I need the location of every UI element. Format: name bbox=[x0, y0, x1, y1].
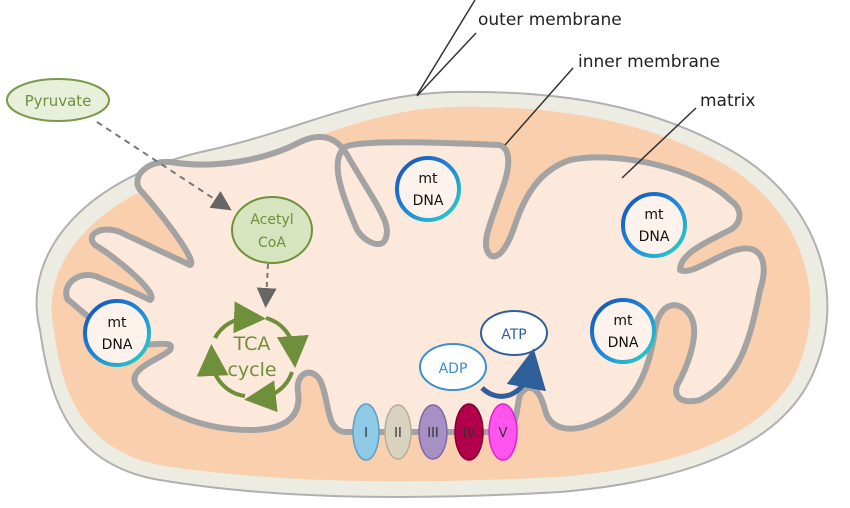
outer-membrane-pointer-line bbox=[416, 32, 477, 97]
inner-membrane-label: inner membrane bbox=[578, 52, 720, 72]
adp-label: ADP bbox=[439, 361, 468, 377]
pyruvate-to-acetyl-arrow bbox=[96, 121, 232, 211]
complex-iii bbox=[418, 404, 448, 460]
complex-iv-label: IV bbox=[463, 426, 476, 441]
mtdna-3: mt DNA bbox=[621, 192, 687, 258]
mtdna-4-line1: mt bbox=[613, 313, 633, 329]
mtdna-1-line1: mt bbox=[107, 315, 127, 331]
outer-membrane-pointer bbox=[416, 0, 476, 96]
mtdna-2-line2: DNA bbox=[413, 193, 444, 209]
atp-label: ATP bbox=[501, 327, 526, 343]
matrix-label: matrix bbox=[700, 91, 755, 111]
mtdna-4: mt DNA bbox=[590, 298, 656, 364]
acetyl-to-tca-arrow bbox=[256, 263, 277, 308]
tca-label-line1: TCA bbox=[233, 333, 271, 355]
acetyl-coa-label-line1: Acetyl bbox=[250, 212, 293, 228]
tca-label-line2: cycle bbox=[227, 359, 276, 381]
acetyl-coa-node bbox=[231, 196, 313, 264]
mtdna-4-line2: DNA bbox=[608, 335, 639, 351]
mtdna-3-line2: DNA bbox=[639, 229, 670, 245]
complex-v-label: V bbox=[499, 426, 508, 441]
complex-iv bbox=[454, 403, 484, 461]
mtdna-1: mt DNA bbox=[83, 299, 151, 367]
adp-node bbox=[419, 343, 487, 391]
outer-membrane-label: outer membrane bbox=[478, 10, 622, 30]
mtdna-2-line1: mt bbox=[418, 171, 438, 187]
complex-i-label: I bbox=[364, 426, 368, 441]
pyruvate-node bbox=[6, 78, 110, 122]
complex-i bbox=[352, 403, 380, 461]
pyruvate-label: Pyruvate bbox=[25, 92, 92, 110]
tca-cycle bbox=[196, 301, 309, 413]
mtdna-2: mt DNA bbox=[395, 156, 461, 222]
complex-ii-label: II bbox=[394, 426, 402, 441]
complex-v bbox=[488, 403, 518, 461]
complex-iii-label: III bbox=[427, 426, 439, 441]
complex-ii bbox=[384, 404, 412, 460]
mtdna-1-line2: DNA bbox=[102, 337, 133, 353]
mtdna-3-line1: mt bbox=[644, 207, 664, 223]
electron-transport-chain: I II III IV V bbox=[352, 403, 518, 461]
matrix-pointer bbox=[621, 107, 697, 179]
acetyl-coa-label-line2: CoA bbox=[258, 235, 286, 251]
adp-to-atp-arrow bbox=[480, 348, 547, 399]
inner-membrane-pointer bbox=[504, 67, 574, 146]
